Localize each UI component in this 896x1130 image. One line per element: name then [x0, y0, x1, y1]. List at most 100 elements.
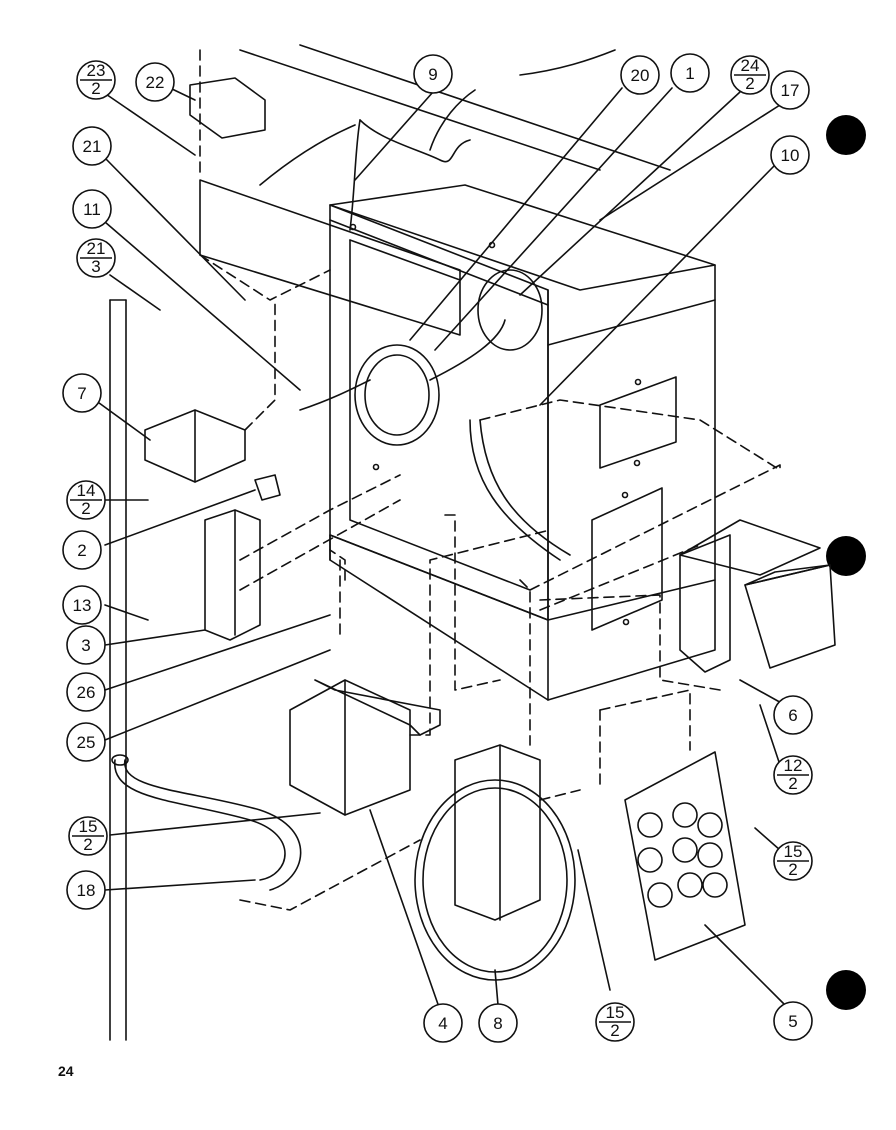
binder-hole-middle — [826, 536, 866, 576]
callout-20: 20 — [620, 55, 660, 95]
callout-number: 3 — [81, 636, 90, 655]
callout-6: 6 — [773, 695, 813, 735]
callout-circle — [62, 373, 102, 413]
callout-circle — [66, 672, 106, 712]
callout-circle — [670, 53, 710, 93]
callout-25: 25 — [66, 722, 106, 762]
callout-numerator: 24 — [741, 56, 760, 75]
callout-circle — [135, 62, 175, 102]
callout-numerator: 23 — [87, 61, 106, 80]
callout-number: 21 — [83, 137, 102, 156]
callout-21-3: 213 — [76, 238, 116, 278]
callout-7: 7 — [62, 373, 102, 413]
callout-denominator: 2 — [81, 499, 90, 518]
switch-part-22 — [189, 77, 266, 139]
callout-number: 18 — [77, 881, 96, 900]
callout-numerator: 21 — [87, 239, 106, 258]
callout-circle — [66, 625, 106, 665]
callout-circle — [773, 695, 813, 735]
callout-10: 10 — [770, 135, 810, 175]
callout-denominator: 2 — [788, 774, 797, 793]
wire-nut-part-2 — [254, 474, 281, 501]
callout-circle — [423, 1003, 463, 1043]
callout-number: 9 — [428, 65, 437, 84]
callout-numerator: 15 — [606, 1003, 625, 1022]
side-rail — [109, 299, 127, 1041]
callout-number: 8 — [493, 1014, 502, 1033]
callout-number: 7 — [77, 384, 86, 403]
callout-18: 18 — [66, 870, 106, 910]
callout-denominator: 2 — [745, 74, 754, 93]
callout-number: 6 — [788, 706, 797, 725]
callout-number: 26 — [77, 683, 96, 702]
callout-15-2a: 152 — [68, 816, 108, 856]
assembly-lines — [199, 49, 781, 911]
callout-number: 2 — [77, 541, 86, 560]
callout-number: 5 — [788, 1012, 797, 1031]
callout-number: 1 — [685, 64, 694, 83]
wire-harness — [259, 49, 616, 561]
callout-circle — [62, 530, 102, 570]
callout-denominator: 2 — [788, 860, 797, 879]
callout-denominator: 2 — [83, 835, 92, 854]
callout-1: 1 — [670, 53, 710, 93]
callout-numerator: 12 — [784, 756, 803, 775]
callout-circle — [62, 585, 102, 625]
callout-number: 20 — [631, 66, 650, 85]
callout-number: 4 — [438, 1014, 447, 1033]
binder-hole-top — [826, 115, 866, 155]
callout-circle — [770, 70, 810, 110]
callout-21: 21 — [72, 126, 112, 166]
contactor-part-4 — [289, 679, 441, 816]
callout-numerator: 15 — [79, 817, 98, 836]
callout-23-2: 232 — [76, 60, 116, 100]
top-cover — [199, 44, 671, 336]
capacitor-part-8 — [414, 744, 576, 981]
transformer-part-6 — [679, 519, 836, 673]
callout-12-2: 122 — [773, 755, 813, 795]
callout-15-2c: 152 — [773, 841, 813, 881]
callout-circle — [413, 54, 453, 94]
callout-circle — [66, 722, 106, 762]
callout-number: 22 — [146, 73, 165, 92]
callout-circle — [66, 870, 106, 910]
callout-4: 4 — [423, 1003, 463, 1043]
leader-lines — [94, 87, 786, 1011]
callout-number: 13 — [73, 596, 92, 615]
conduit-part-18 — [111, 754, 302, 891]
page-number: 24 — [58, 1063, 74, 1079]
callout-24-2: 242 — [730, 55, 770, 95]
callout-3: 3 — [66, 625, 106, 665]
callout-circle — [770, 135, 810, 175]
binder-hole-bottom — [826, 970, 866, 1010]
callout-17: 17 — [770, 70, 810, 110]
callout-26: 26 — [66, 672, 106, 712]
callout-22: 22 — [135, 62, 175, 102]
callout-circle — [72, 189, 112, 229]
callout-circle — [773, 1001, 813, 1041]
callout-number: 17 — [781, 81, 800, 100]
callout-number: 10 — [781, 146, 800, 165]
callout-15-2b: 152 — [595, 1002, 635, 1042]
callout-11: 11 — [72, 189, 112, 229]
callout-14-2: 142 — [66, 480, 106, 520]
callout-circle — [72, 126, 112, 166]
callout-number: 25 — [77, 733, 96, 752]
callout-circle — [620, 55, 660, 95]
callout-denominator: 2 — [610, 1021, 619, 1040]
callout-circle — [478, 1003, 518, 1043]
terminal-strip-part-3 — [204, 509, 261, 641]
callout-denominator: 2 — [91, 79, 100, 98]
relay-part-7 — [144, 409, 246, 483]
callout-9: 9 — [413, 54, 453, 94]
callout-numerator: 15 — [784, 842, 803, 861]
callout-number: 11 — [83, 200, 101, 219]
callout-2: 2 — [62, 530, 102, 570]
callout-13: 13 — [62, 585, 102, 625]
terminal-board-part-5 — [624, 751, 746, 961]
callout-8: 8 — [478, 1003, 518, 1043]
control-box — [329, 184, 716, 701]
callout-denominator: 3 — [91, 257, 100, 276]
